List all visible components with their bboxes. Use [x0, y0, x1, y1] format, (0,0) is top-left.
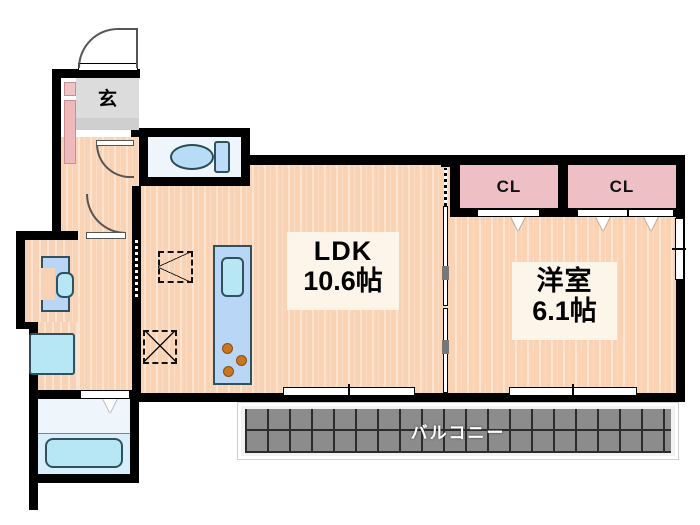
ldk-balcony-window-mullion [348, 384, 350, 399]
closet-left-door-marker [511, 217, 525, 231]
wall-bottom-left [29, 474, 139, 483]
stove-burner-1 [222, 343, 233, 354]
wash-basin [56, 272, 74, 298]
wall-top-main [241, 155, 685, 165]
bedroom-label-area: 6.1帖 [532, 296, 597, 327]
entrance-door-leaf [136, 28, 138, 68]
wall-left-jog-bottom [16, 320, 38, 329]
wall-left-entrance [52, 69, 61, 239]
wall-left-outer [16, 231, 25, 329]
closet-divider-wall [558, 155, 568, 217]
partition-door-track-upper[interactable] [444, 168, 447, 206]
balcony-label: バルコニー [410, 423, 506, 443]
wall-left-lower [29, 320, 38, 510]
partition-door-handle [442, 266, 449, 280]
kitchen-sink [221, 257, 244, 297]
appliance-placeholder-2-cross [143, 330, 177, 364]
entrance-door-swing-arc [78, 28, 138, 68]
toilet-wall-bottom [139, 177, 250, 186]
refrigerator-diagonal [158, 251, 193, 283]
shoe-cabinet-tall [64, 100, 76, 164]
closet-right-door-a[interactable] [577, 209, 628, 217]
closet-right-label: CL [609, 176, 635, 196]
closet-right-door-b[interactable] [628, 209, 674, 217]
toilet-tank [214, 141, 230, 173]
bedroom-label-name: 洋室 [536, 266, 593, 296]
closet-right-door-marker-a [596, 217, 610, 231]
wall-partition-top-stub [441, 155, 450, 167]
kitchen-stove-area [213, 333, 252, 385]
wall-bottom-main [139, 393, 685, 402]
genkan-tile: 玄 [76, 78, 139, 118]
bedroom-side-window-mullion [672, 248, 686, 250]
ldk-label: LDK 10.6帖 [287, 232, 399, 310]
toilet-bowl [170, 144, 214, 170]
shoe-cabinet-upper [64, 82, 76, 96]
closet-right-door-marker-b [644, 217, 658, 231]
ldk-label-name: LDK [313, 236, 373, 266]
partition-sliding-door-upper[interactable] [443, 206, 448, 306]
balcony-deck: バルコニー [245, 409, 671, 453]
partition-door-handle-2 [442, 340, 449, 354]
wall-right-leftblock [130, 390, 139, 483]
closet-wall-left-edge [450, 155, 460, 217]
genkan-label: 玄 [97, 88, 117, 110]
wall-left-jog-top [16, 231, 61, 240]
toilet-wall-left [139, 128, 148, 186]
stove-burner-2 [236, 355, 247, 366]
bathroom-door-marker [103, 399, 117, 413]
stove-burner-3 [223, 366, 234, 377]
closet-right: CL [568, 165, 676, 208]
closet-left-label: CL [496, 176, 522, 196]
toilet-wall-top [139, 128, 249, 137]
hall-sliding-door-track[interactable] [135, 240, 138, 300]
bedroom-label: 洋室 6.1帖 [512, 262, 617, 340]
toilet-door-leaf[interactable] [96, 140, 134, 146]
washing-machine-pan [29, 333, 75, 375]
wall-top-entrance [52, 69, 140, 78]
bedroom-balcony-window-mullion [572, 384, 574, 399]
vanity-notch [41, 268, 55, 300]
bathroom-door[interactable] [80, 390, 130, 399]
wall-hall-left-seg [52, 231, 78, 240]
bathtub [45, 438, 123, 468]
closet-left-door[interactable] [477, 209, 540, 217]
toilet-wall-right [241, 128, 250, 186]
genkan-step [76, 118, 139, 130]
closet-left: CL [460, 165, 558, 208]
washroom-door-leaf[interactable] [86, 232, 126, 239]
ldk-label-area: 10.6帖 [303, 266, 383, 297]
